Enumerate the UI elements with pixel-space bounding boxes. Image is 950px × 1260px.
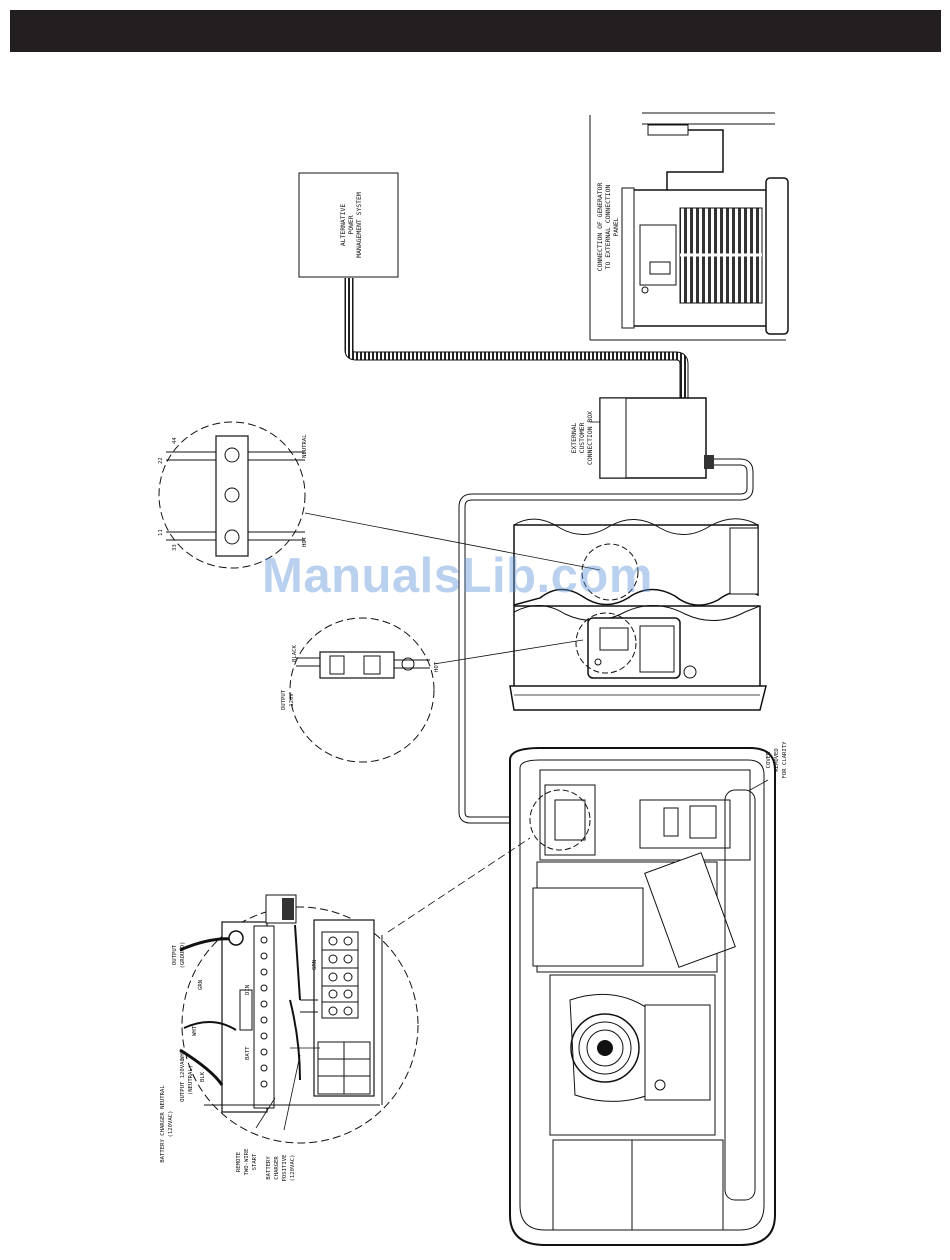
output-120vac-neutral-1: OUTPUT 120VAC xyxy=(180,1058,186,1102)
cover-removed-1: COVER xyxy=(766,751,772,768)
generator-top-view: COVER REMOVED FOR CLARITY xyxy=(387,741,788,1246)
terminal-mark-din: DIN xyxy=(245,985,251,995)
batt-charger-positive-1: BATTERY xyxy=(266,1156,272,1180)
output-120v-label-1: OUTPUT xyxy=(281,689,287,710)
alt-power-label-1: ALTERNATIVE xyxy=(339,204,347,246)
external-connection-box: EXTERNAL CUSTOMER CONNECTION BOX xyxy=(570,397,714,479)
wire-tag-grn-2: GRN xyxy=(312,960,318,970)
alt-power-label-2: POWER xyxy=(347,215,355,234)
terminal-44: 44 xyxy=(172,437,178,444)
output-120vac-neutral-2: (NEUTRAL) xyxy=(188,1065,194,1095)
hot-label-breaker: HOT xyxy=(434,661,440,672)
output-ground-1: OUTPUT xyxy=(172,944,178,965)
watermark: ManualsLib.com xyxy=(262,549,653,603)
generator-side-view xyxy=(509,518,767,711)
wire-tag-grn: GRN xyxy=(198,980,204,990)
wire-tag-wht-2: WHT xyxy=(180,1049,186,1060)
batt-charger-positive-3: POSITIVE xyxy=(282,1154,288,1182)
output-ground-2: (GROUND) xyxy=(180,942,186,969)
remote-start-3: START xyxy=(252,1153,258,1170)
control-panel-detail: GRN WHT WHT BLK GRN DIN BATT OUTPUT (GRO… xyxy=(160,894,419,1182)
remote-start-2: TWO-WIRE xyxy=(244,1148,250,1176)
terminal-33: 33 xyxy=(172,544,178,551)
header-bar xyxy=(10,10,941,52)
panel-connection-inset: CONNECTION OF GENERATOR TO EXTERNAL CONN… xyxy=(589,112,789,341)
external-box-label-2: CUSTOMER xyxy=(578,422,586,453)
connection-caption-2: TO EXTERNAL CONNECTION xyxy=(604,185,612,270)
hot-label-terminal: HOT xyxy=(302,536,308,547)
external-box-label-3: CONNECTION BOX xyxy=(586,411,594,465)
batt-charger-positive-2: CHARGER xyxy=(274,1156,280,1180)
wire-tag-blk: BLK xyxy=(200,1071,206,1082)
wire-tag-wht-1: WHT xyxy=(192,1025,198,1036)
alt-power-management-box: ALTERNATIVE POWER MANAGEMENT SYSTEM xyxy=(298,172,399,278)
terminal-11: 11 xyxy=(158,529,164,536)
alt-power-label-3: MANAGEMENT SYSTEM xyxy=(355,192,363,258)
terminal-22: 22 xyxy=(158,457,164,464)
batt-charger-neutral-2: (120VAC) xyxy=(168,1111,174,1138)
terminal-block-detail: 22 44 11 33 NEUTRAL HOT xyxy=(158,421,601,571)
connection-caption-1: CONNECTION OF GENERATOR xyxy=(596,183,604,272)
neutral-label: NEUTRAL xyxy=(302,434,308,458)
cover-removed-3: FOR CLARITY xyxy=(782,741,788,779)
connection-caption-3: PANEL xyxy=(612,217,620,236)
breaker-detail: BLACK HOT OUTPUT 120V xyxy=(281,617,584,763)
cover-removed-2: REMOVED xyxy=(774,748,780,772)
external-box-label-1: EXTERNAL xyxy=(570,422,578,453)
remote-start-1: REMOTE xyxy=(236,1151,242,1172)
batt-charger-positive-4: (120VAC) xyxy=(290,1155,296,1182)
terminal-mark-batt: BATT xyxy=(245,1046,251,1060)
black-label: BLACK xyxy=(292,645,298,662)
output-120v-label-2: 120V xyxy=(289,693,295,707)
batt-charger-neutral-1: BATTERY CHARGER NEUTRAL xyxy=(160,1085,166,1163)
